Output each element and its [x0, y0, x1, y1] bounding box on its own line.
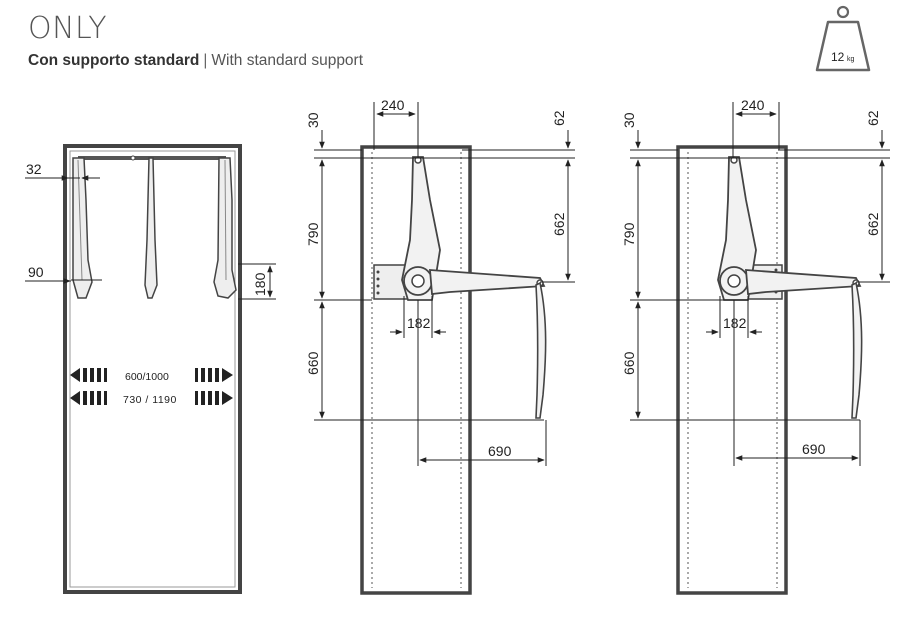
lift-upright-1 — [401, 156, 441, 301]
dim-662-a: 662 — [551, 212, 567, 236]
hanging-rod-2 — [851, 281, 863, 419]
hanging-rod-1 — [535, 281, 547, 419]
dim-62-b: 62 — [865, 110, 881, 126]
lift-arm-2 — [745, 269, 862, 295]
lift-arm-left — [72, 157, 93, 299]
subtitle-separator: | — [203, 52, 208, 69]
dim-690-b: 690 — [802, 441, 826, 457]
cabinet-outline — [63, 144, 242, 594]
dim-240-b: 240 — [741, 97, 765, 113]
subtitle-english: With standard support — [211, 52, 364, 69]
page-title: ONLY — [28, 11, 108, 46]
dim-660-a: 660 — [305, 351, 321, 375]
arrow-left-1 — [70, 368, 107, 382]
dim-30-b: 30 — [621, 112, 637, 128]
dim-660-b: 660 — [621, 351, 637, 375]
dim-690-a: 690 — [488, 443, 512, 459]
center-hanger — [144, 157, 158, 299]
dim-662-b: 662 — [865, 212, 881, 236]
dim-30-a: 30 — [305, 112, 321, 128]
side-cabinet-2 — [676, 145, 788, 595]
dim-180: 180 — [252, 272, 268, 296]
lift-arm-right — [213, 157, 237, 299]
side-view-1: 240 30 790 660 62 662 182 690 — [305, 97, 575, 595]
dim-62-a: 62 — [551, 110, 567, 126]
dim-182-a: 182 — [407, 315, 431, 331]
arrow-left-2 — [70, 391, 107, 405]
page-subtitle: Con supporto standard|With standard supp… — [28, 52, 363, 70]
lift-arm-1 — [429, 269, 546, 295]
side-cabinet-1 — [360, 145, 472, 595]
weight-value: 12 — [831, 50, 845, 64]
weight-unit: kg — [847, 56, 855, 63]
subtitle-italian: Con supporto standard — [28, 52, 200, 69]
arrow-right-2 — [195, 391, 233, 405]
cabinet-inner — [69, 150, 236, 588]
weight-icon: 12 kg — [815, 5, 871, 72]
dim-790-a: 790 — [305, 222, 321, 246]
side-view-2: 240 30 790 660 62 662 182 690 — [621, 97, 890, 595]
front-view: 32 90 180 — [25, 144, 276, 594]
dim-32: 32 — [26, 161, 42, 177]
dim-240-a: 240 — [381, 97, 405, 113]
dim-182-b: 182 — [723, 315, 747, 331]
width-range-2: 730 / 1190 — [123, 394, 177, 406]
arrow-right-1 — [195, 368, 233, 382]
width-range-1: 600/1000 — [125, 371, 169, 383]
dim-790-b: 790 — [621, 222, 637, 246]
dim-90: 90 — [28, 264, 44, 280]
